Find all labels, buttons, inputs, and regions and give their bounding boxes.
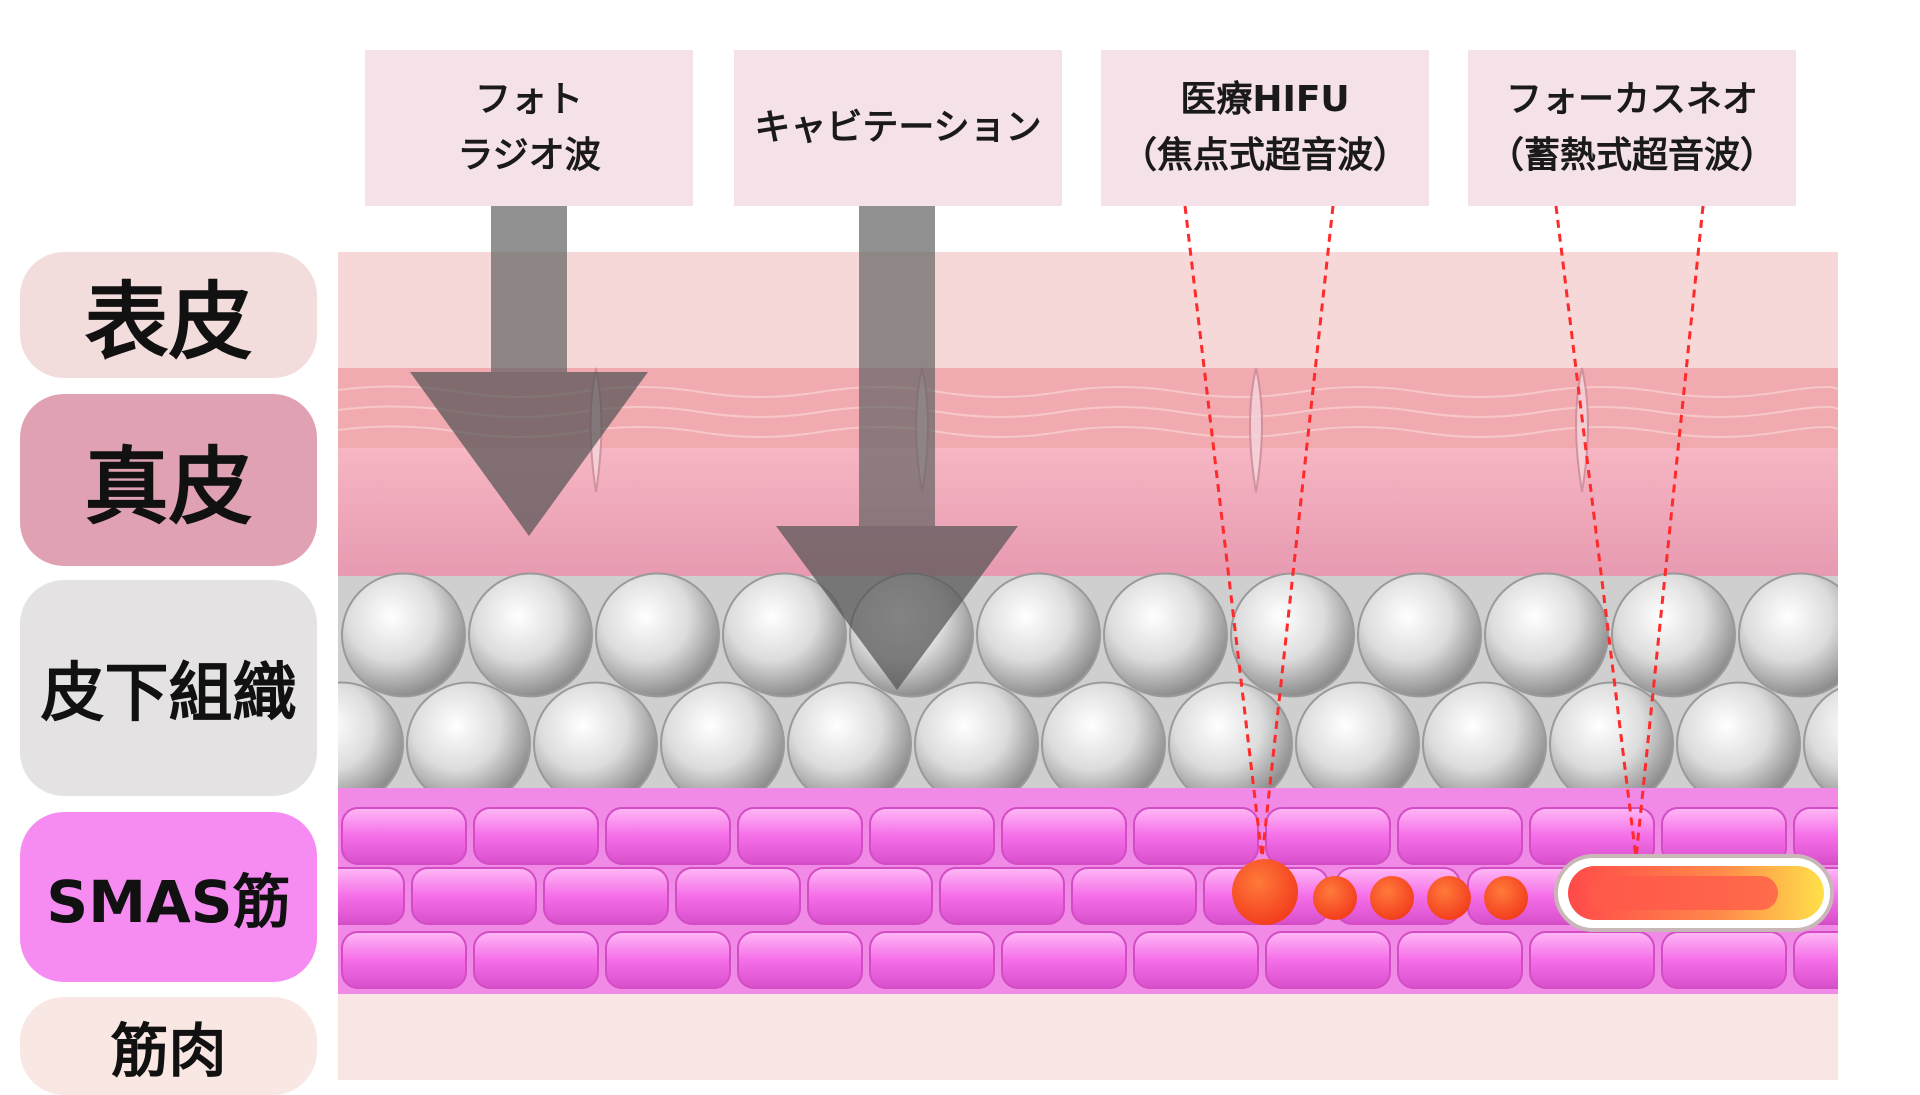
fat-cell [1549, 681, 1674, 807]
smas-cell [1001, 931, 1127, 989]
smas-cell [939, 867, 1065, 925]
smas-cell [737, 807, 863, 865]
fat-cell [1803, 687, 1838, 801]
smas-cell [807, 867, 933, 925]
label-subcutaneous: 皮下組織 [20, 580, 317, 796]
fat-cell [341, 572, 466, 698]
muscle-layer [338, 994, 1838, 1080]
label-epidermis-text: 表皮 [84, 272, 253, 371]
smas-cell [1001, 807, 1127, 865]
tech-photo-rf-line1: フォト [474, 79, 583, 120]
fat-cell [914, 681, 1039, 807]
smas-cell [869, 807, 995, 865]
smas-cell [1071, 867, 1197, 925]
photo-rf-arrow [410, 206, 648, 536]
smas-cell [605, 807, 731, 865]
smas-cell [341, 931, 467, 989]
smas-cell [675, 867, 801, 925]
smas-cell [1133, 931, 1259, 989]
label-subcutaneous-text: 皮下組織 [40, 657, 297, 731]
tech-hifu-line2: （焦点式超音波） [1120, 135, 1409, 176]
fat-cell [1168, 681, 1293, 807]
label-dermis: 真皮 [20, 394, 317, 566]
smas-cell [473, 807, 599, 865]
smas-cell [1864, 868, 1920, 924]
tech-photo-rf: フォト ラジオ波 [365, 50, 693, 206]
fat-cell [533, 681, 658, 807]
epidermis-layer [338, 252, 1838, 372]
skin-layers [338, 252, 1920, 1080]
smas-cell [869, 931, 995, 989]
smas-cell [1265, 807, 1391, 865]
label-smas-text: SMAS筋 [46, 868, 291, 936]
hifu-beam-left [1183, 205, 1264, 859]
hifu-beam-right [1260, 205, 1335, 859]
fat-cell [1611, 572, 1736, 698]
smas-cell [1397, 931, 1523, 989]
label-epidermis: 表皮 [20, 252, 317, 378]
fat-cell [406, 681, 531, 807]
smas-cell [1661, 931, 1787, 989]
smas-cell [1793, 931, 1838, 989]
fat-cell [1295, 681, 1420, 807]
fat-cell [1041, 681, 1166, 807]
tech-focusneo-line2: （蓄熱式超音波） [1487, 135, 1776, 176]
fat-cell [660, 681, 785, 807]
smas-cells [338, 807, 1920, 989]
follicle [1249, 367, 1263, 493]
fat-cell [1738, 572, 1838, 698]
hifu-focal-point [1370, 876, 1414, 920]
smas-cell [341, 807, 467, 865]
smas-cell [1133, 807, 1259, 865]
smas-cell [411, 867, 537, 925]
smas-cell [543, 867, 669, 925]
focusneo-beam-left [1554, 205, 1638, 859]
smas-cell [1397, 807, 1523, 865]
cavitation-arrow [776, 206, 1018, 690]
focusneo-heat-zone [1554, 854, 1834, 932]
fat-cell [1866, 574, 1920, 697]
fat-cell [1422, 681, 1547, 807]
label-muscle-text: 筋肉 [110, 1017, 227, 1085]
label-dermis-text: 真皮 [84, 437, 253, 536]
fat-cell [468, 572, 593, 698]
smas-cell [605, 931, 731, 989]
smas-cell [338, 867, 405, 925]
tech-cavitation: キャビテーション [734, 50, 1062, 206]
dermis-layer [338, 448, 1838, 576]
fat-cell [976, 572, 1101, 698]
fat-cell [1357, 572, 1482, 698]
hifu-focal-point [1427, 876, 1471, 920]
tech-cavitation-line1: キャビテーション [754, 107, 1042, 148]
hifu-focal-point [1232, 859, 1298, 925]
fat-cell [1676, 681, 1801, 807]
hifu-focal-point [1484, 876, 1528, 920]
smas-cell [1793, 807, 1838, 865]
fat-cell [1484, 572, 1609, 698]
fat-cell [1103, 572, 1228, 698]
hifu-focal-point [1313, 876, 1357, 920]
label-smas: SMAS筋 [20, 812, 317, 982]
tech-hifu-line1: 医療HIFU [1180, 79, 1350, 120]
fat-cell [1230, 572, 1355, 698]
fat-cells [338, 572, 1920, 807]
fat-cell [595, 572, 720, 698]
tech-photo-rf-line2: ラジオ波 [457, 135, 601, 176]
tech-focusneo: フォーカスネオ （蓄熱式超音波） [1468, 50, 1796, 206]
smas-cell [1265, 931, 1391, 989]
tech-focusneo-line1: フォーカスネオ [1505, 79, 1758, 120]
tech-hifu: 医療HIFU （焦点式超音波） [1101, 50, 1429, 206]
smas-cell [1529, 931, 1655, 989]
label-muscle: 筋肉 [20, 997, 317, 1095]
fat-cell [338, 681, 404, 807]
focusneo-beam-right [1634, 205, 1705, 859]
smas-cell [737, 931, 863, 989]
smas-cell [473, 931, 599, 989]
fat-cell [722, 572, 847, 698]
fat-cell [787, 681, 912, 807]
